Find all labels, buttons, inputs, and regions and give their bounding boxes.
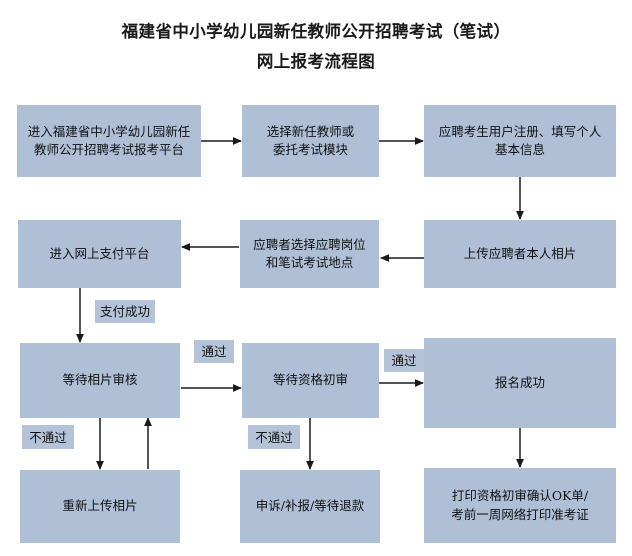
- edge-label-text: 不通过: [29, 429, 67, 445]
- edge-label-pass-qualification: 通过: [384, 349, 424, 372]
- edge-label-text: 不通过: [255, 429, 293, 445]
- edge-label-text: 支付成功: [100, 304, 151, 319]
- node-label: 等待相片审核: [62, 372, 138, 388]
- node-label: 应聘者选择应聘岗位 和笔试考试地点: [253, 236, 366, 270]
- node-label: 进入福建省中小学幼儿园新任 教师公开招聘考试报考平台: [27, 123, 191, 157]
- node-await-qualification-review[interactable]: 等待资格初审: [242, 343, 379, 418]
- edge-label-payment-success: 支付成功: [95, 300, 155, 323]
- node-label: 选择新任教师或 委托考试模块: [266, 123, 355, 157]
- edge-label-fail-photo: 不通过: [22, 425, 74, 449]
- node-await-photo-review[interactable]: 等待相片审核: [20, 343, 180, 418]
- page-title-line-2: 网上报考流程图: [256, 52, 376, 71]
- node-label: 上传应聘者本人相片: [463, 245, 577, 261]
- node-label: 打印资格初审确认OK单/ 考前一周网络打印准考证: [451, 488, 589, 522]
- edge-label-text: 通过: [201, 344, 227, 359]
- node-select-module[interactable]: 选择新任教师或 委托考试模块: [242, 105, 379, 177]
- node-select-post-and-site[interactable]: 应聘者选择应聘岗位 和笔试考试地点: [240, 220, 379, 288]
- node-appeal-or-refund[interactable]: 申诉/补报/等待退款: [240, 470, 380, 543]
- page-title-line-1: 福建省中小学幼儿园新任教师公开招聘考试（笔试）: [121, 22, 511, 41]
- edge-label-pass-photo: 通过: [194, 340, 234, 363]
- node-print-admission-ticket[interactable]: 打印资格初审确认OK单/ 考前一周网络打印准考证: [424, 468, 616, 543]
- node-register-user[interactable]: 应聘考生用户注册、填写个人 基本信息: [424, 105, 616, 177]
- node-label: 进入网上支付平台: [49, 245, 150, 261]
- node-online-payment[interactable]: 进入网上支付平台: [18, 220, 181, 288]
- edge-label-fail-qualification: 不通过: [248, 425, 300, 449]
- node-enter-platform[interactable]: 进入福建省中小学幼儿园新任 教师公开招聘考试报考平台: [17, 105, 201, 177]
- node-upload-photo[interactable]: 上传应聘者本人相片: [424, 220, 616, 288]
- edge-label-text: 通过: [391, 353, 417, 368]
- node-label: 应聘考生用户注册、填写个人 基本信息: [438, 123, 602, 157]
- node-label: 申诉/补报/等待退款: [255, 498, 365, 514]
- node-registration-success[interactable]: 报名成功: [424, 338, 616, 428]
- node-label: 重新上传相片: [62, 498, 138, 514]
- node-label: 报名成功: [494, 374, 545, 390]
- node-reupload-photo[interactable]: 重新上传相片: [20, 470, 180, 543]
- node-label: 等待资格初审: [272, 372, 348, 388]
